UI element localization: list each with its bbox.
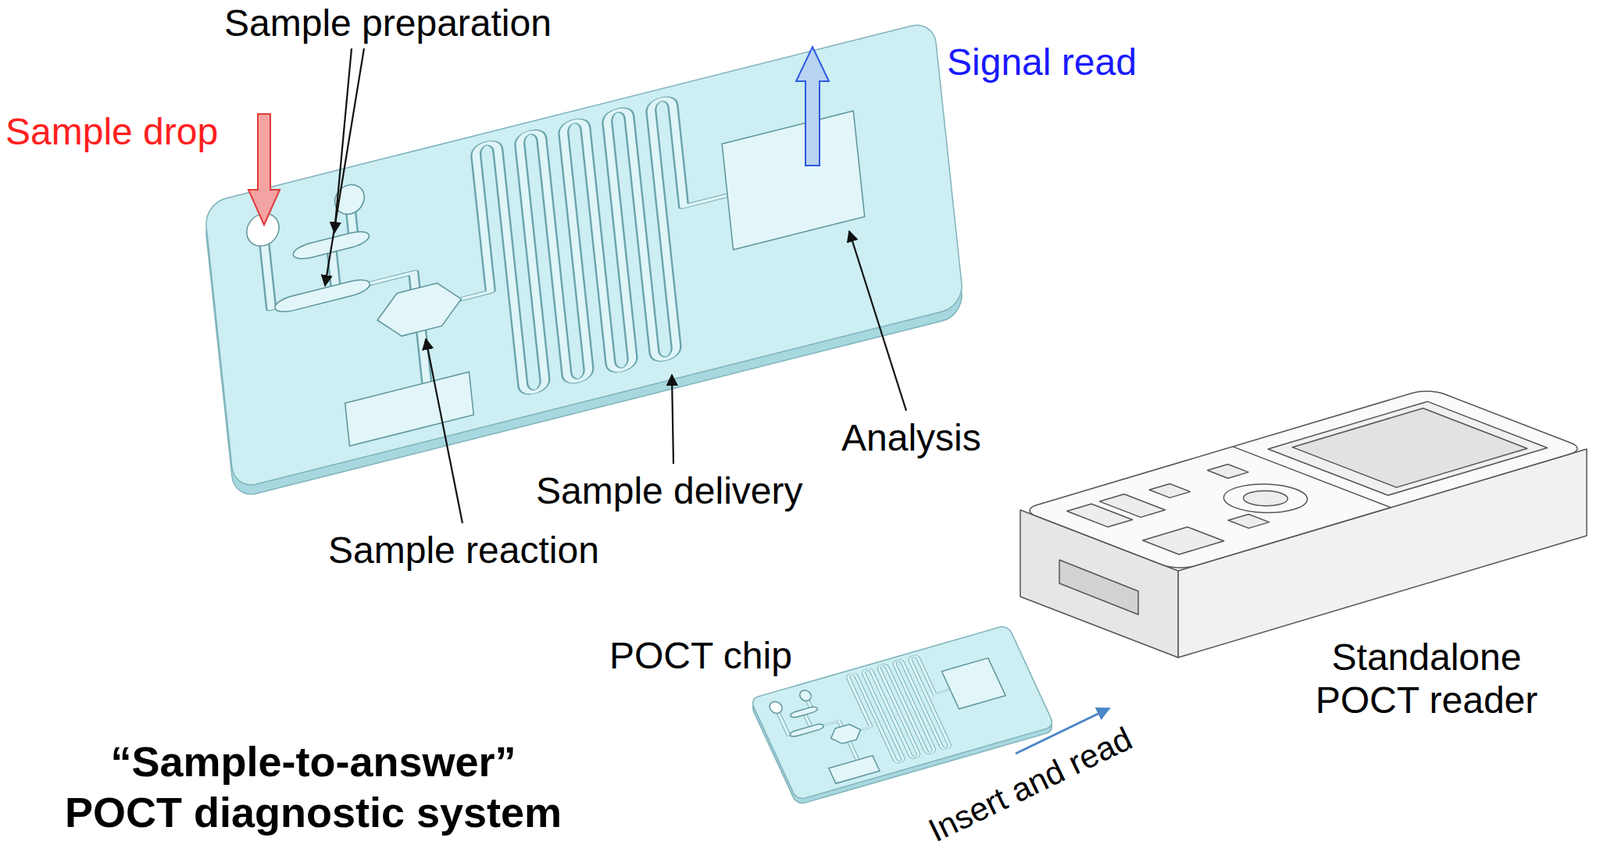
art-shape bbox=[1020, 388, 1587, 572]
sample-drop-arrow bbox=[248, 114, 280, 225]
button bbox=[1228, 514, 1269, 529]
diagram-title: “Sample-to-answer” POCT diagnostic syste… bbox=[24, 736, 603, 839]
action-label: Insert and read bbox=[922, 720, 1138, 850]
leader-line bbox=[671, 375, 674, 465]
part-label: Sample delivery bbox=[535, 469, 803, 513]
input-label: Sample drop bbox=[5, 110, 218, 154]
button bbox=[1149, 483, 1190, 498]
screen bbox=[1292, 408, 1528, 488]
leader-line bbox=[325, 48, 365, 286]
leader-line bbox=[425, 339, 463, 524]
part-label: Analysis bbox=[841, 416, 982, 460]
part-label: Sample reaction bbox=[328, 528, 600, 572]
output-label: Signal read bbox=[946, 40, 1137, 84]
signal-read-arrow bbox=[796, 46, 829, 166]
device-label: Standalone POCT reader bbox=[1301, 635, 1552, 722]
device-label: POCT chip bbox=[609, 634, 793, 678]
card-slot bbox=[1059, 560, 1139, 615]
art-shape bbox=[1067, 463, 1341, 555]
part-label: Sample preparation bbox=[224, 1, 552, 45]
d-pad bbox=[1234, 488, 1297, 510]
leader-line bbox=[849, 231, 907, 411]
d-pad-ring bbox=[1206, 478, 1325, 518]
screen-bezel bbox=[1267, 401, 1547, 496]
button bbox=[1207, 464, 1249, 479]
button bbox=[1142, 527, 1225, 555]
art-shape bbox=[325, 48, 907, 524]
button bbox=[1100, 494, 1166, 518]
reader-device bbox=[1020, 388, 1587, 658]
reader-top bbox=[1020, 388, 1587, 572]
